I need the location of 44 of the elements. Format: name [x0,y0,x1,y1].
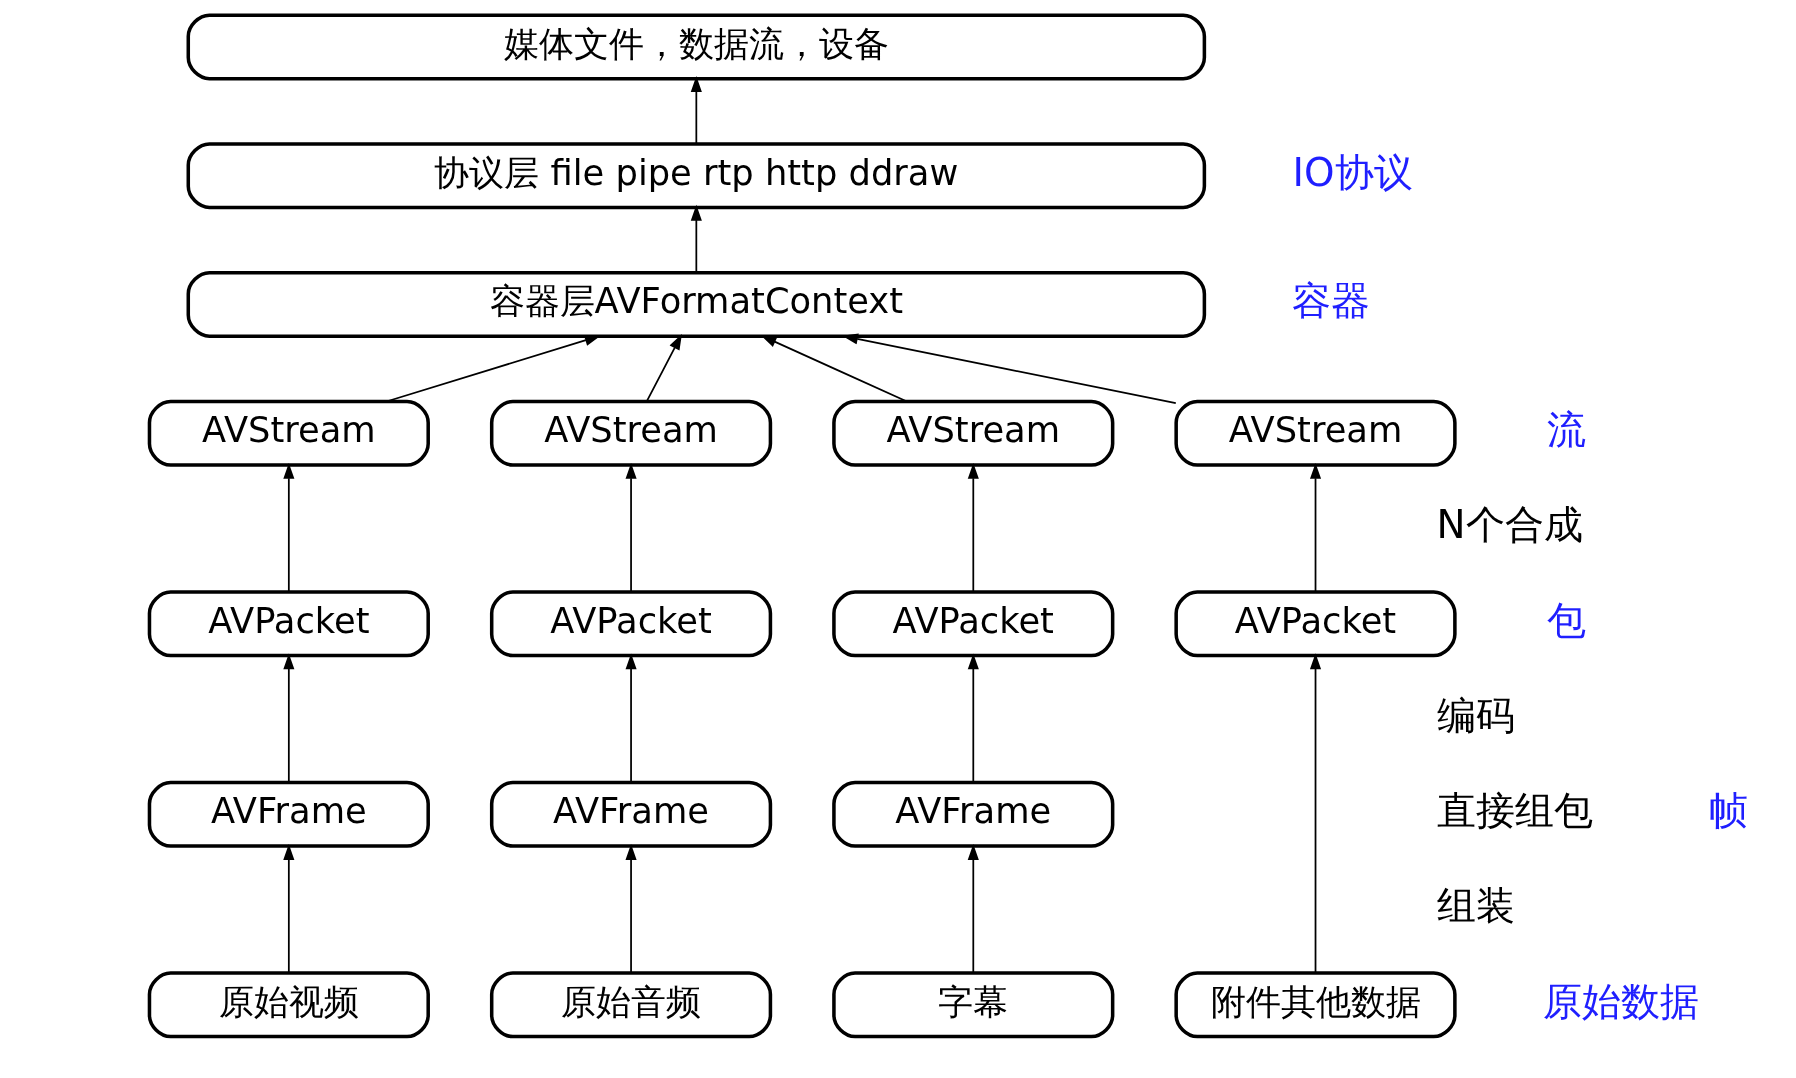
arrow [1309,653,1322,974]
arrow [967,653,979,784]
label: 流 [1546,407,1586,453]
arrow [690,76,702,145]
label: 编码 [1437,692,1516,738]
arrow [283,653,295,784]
label: 容器 [1292,278,1371,324]
node-box: AVPacket [489,590,773,658]
label: 原始数据 [1542,978,1699,1024]
node-box: AVStream [489,399,773,467]
arrow [1309,462,1322,593]
node-box: AVStream [1174,399,1457,467]
arrow [625,653,637,784]
label: 帧 [1708,788,1748,834]
node-box: AVStream [832,399,1115,467]
node-box: AVPacket [832,590,1115,658]
node-box: 原始音频 [489,971,773,1039]
arrow [283,844,295,974]
label: N个合成 [1436,502,1583,548]
arrow [967,462,979,593]
node-box: AVFrame [147,780,430,848]
arrow [385,335,601,403]
node-box: AVStream [147,399,430,467]
label: IO协议 [1292,149,1413,195]
label: 组装 [1437,883,1516,929]
arrow [625,844,637,974]
node-box: AVFrame [489,780,773,848]
node-box: 媒体文件，数据流，设备 [186,13,1207,81]
label: 包 [1546,597,1586,643]
node-box: 协议层 file pipe rtp http ddraw [186,142,1207,210]
arrow [625,462,637,593]
label: 直接组包 [1436,788,1593,834]
arrow [690,204,702,274]
node-box: AVFrame [832,780,1115,848]
node-box: 字幕 [832,971,1115,1039]
node-box: AVPacket [1174,590,1457,658]
node-box: 容器层AVFormatContext [186,270,1207,338]
arrow [646,333,682,403]
node-box: AVPacket [147,590,430,658]
arrow [283,462,295,593]
node-box: 原始视频 [147,971,430,1039]
node-box: 附件其他数据 [1174,971,1457,1039]
arrow [967,844,979,974]
arrow [760,335,908,403]
